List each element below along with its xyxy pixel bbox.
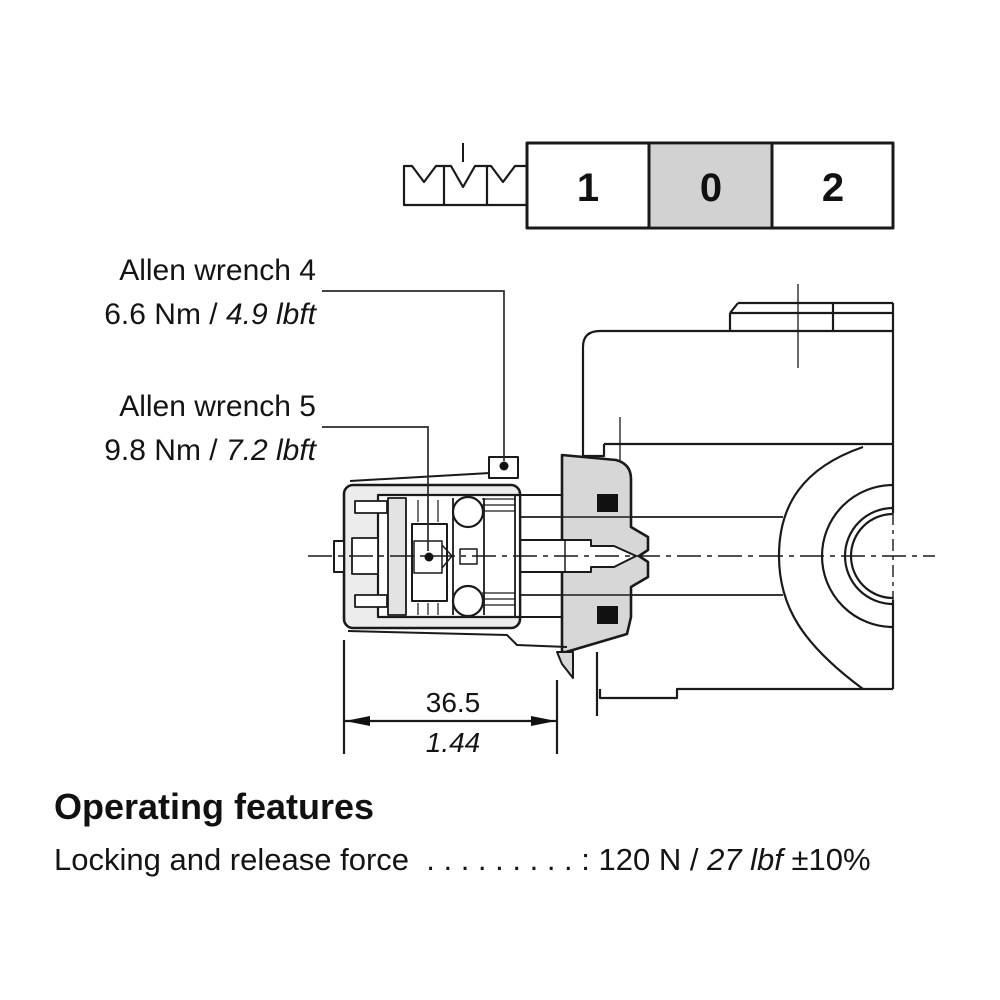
dimension-value-mm: 36.5 (426, 687, 481, 718)
allen-wrench-5-callout: Allen wrench 5 9.8 Nm / 7.2 lbft (38, 385, 316, 473)
position-label-0: 0 (700, 166, 722, 210)
locking-force-value-imperial: 27 lbf (707, 842, 783, 877)
allen-wrench-5-torque-metric: 9.8 Nm / (104, 434, 226, 467)
position-label-2: 2 (822, 166, 844, 210)
flange-bottom-tail (556, 651, 574, 679)
locking-force-value: : 120 N / (581, 842, 708, 877)
housing-skirt (347, 630, 568, 648)
flange-bore-lines (562, 516, 631, 596)
allen-wrench-4-torque-label: 6.6 Nm / 4.9 lbft (38, 293, 316, 337)
chamber-slot-top (354, 500, 388, 514)
allen-wrench-5-torque-imperial: 7.2 lbft (225, 434, 316, 467)
locking-force-tolerance: ±10% (782, 842, 871, 877)
position-cell-dividers (647, 143, 774, 228)
dimension-arrow-right (531, 716, 556, 726)
dimension-extension-lines (342, 640, 559, 754)
allen-screw-5-dot (424, 552, 434, 562)
allen-wrench-4-torque-metric: 6.6 Nm / (104, 298, 226, 331)
dimension-value-inch: 1.44 (426, 727, 481, 758)
allen-screw-4-dot (499, 461, 509, 471)
allen-wrench-4-tool-label: Allen wrench 4 (38, 249, 316, 293)
locking-force-label: Locking and release force (54, 842, 410, 877)
o-ring-seal-bottom (597, 606, 618, 624)
allen4-leader-line (322, 290, 505, 461)
allen-wrench-4-tool-text: Allen wrench 4 (119, 254, 316, 287)
sleeve-outline (349, 472, 562, 618)
thread-hatch (482, 498, 515, 606)
port-arcs (777, 445, 894, 690)
valve-body-outline (581, 301, 895, 716)
detent-housing (333, 483, 568, 648)
operating-features-section: Operating features Locking and release f… (54, 786, 871, 878)
allen-wrench-5-torque-label: 9.8 Nm / 7.2 lbft (38, 429, 316, 473)
chamber-slot-bottom (354, 594, 388, 608)
leader-dots: . . . . . . . . . (409, 842, 582, 877)
center-marks (619, 284, 799, 465)
detent-notch-bar (402, 164, 527, 207)
operating-features-title: Operating features (54, 786, 375, 827)
locking-force-spec-line: Locking and release force . . . . . . . … (54, 842, 871, 878)
position-label-1: 1 (577, 166, 599, 210)
detent-ball-top (451, 495, 485, 529)
position-cell-highlight (650, 145, 771, 226)
dimension-arrow-left (345, 716, 370, 726)
detent-notch-dividers (442, 166, 489, 205)
allen-wrench-4-torque-imperial: 4.9 lbft (225, 298, 316, 331)
allen-wrench-4-callout: Allen wrench 4 6.6 Nm / 4.9 lbft (38, 249, 316, 337)
o-ring-seal-top (597, 494, 618, 512)
allen-screw-5-body (411, 523, 448, 602)
allen-wrench-5-tool-text: Allen wrench 5 (119, 390, 316, 423)
dimension-36-5: 36.5 1.44 (342, 640, 559, 758)
callout-leaders (322, 290, 505, 551)
detent-ball-bottom (451, 584, 485, 618)
position-indicator-symbol: 1 0 2 (402, 141, 895, 230)
allen5-leader-line (322, 426, 429, 551)
allen-wrench-5-tool-label: Allen wrench 5 (38, 385, 316, 429)
